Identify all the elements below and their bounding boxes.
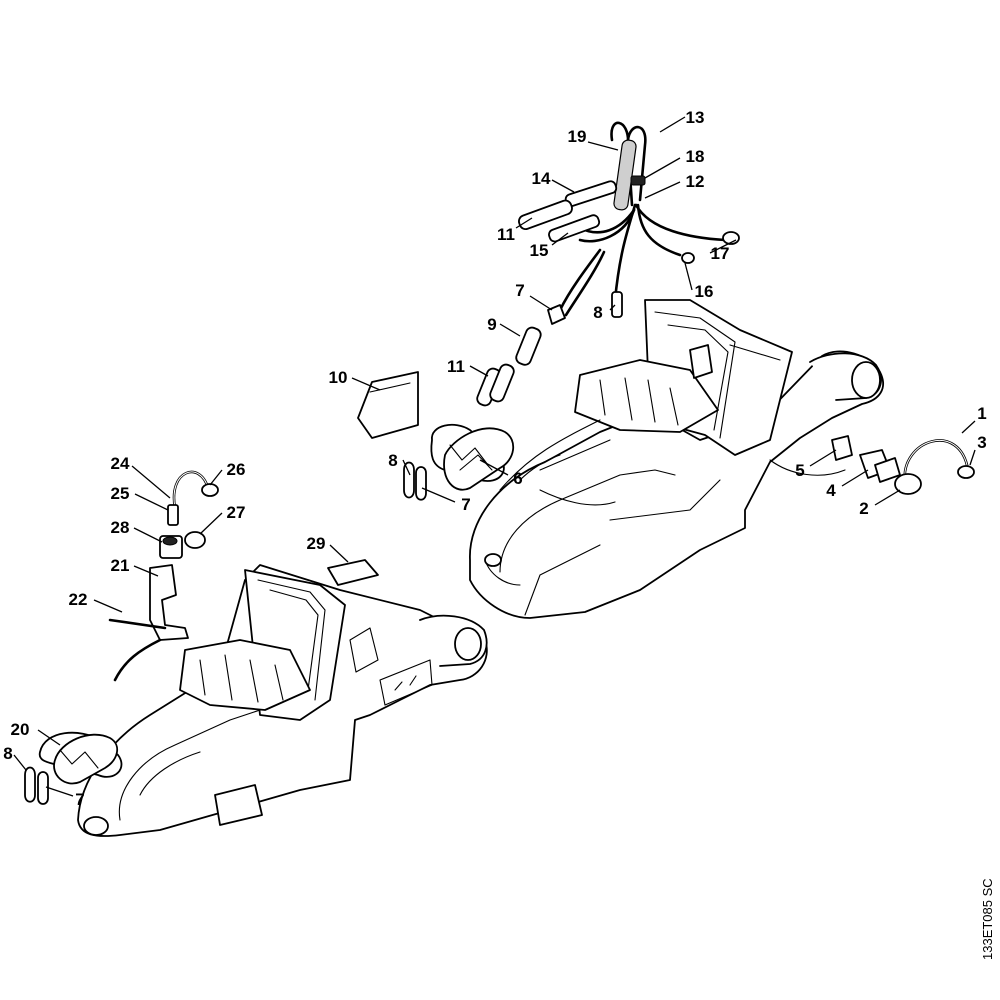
callout-1: 1 (977, 404, 986, 423)
callout-19: 19 (568, 127, 587, 146)
callout-28: 28 (111, 518, 130, 537)
pin-5 (831, 435, 853, 461)
callout-16: 16 (695, 282, 714, 301)
callout-11-center: 11 (447, 357, 465, 376)
loose-parts-right (831, 435, 975, 495)
callout-labels: 1 3 2 4 5 6 7 8 7 8 9 11 10 11 15 14 19 … (3, 108, 986, 809)
callout-7-center: 7 (461, 495, 470, 514)
connector-25 (167, 504, 179, 526)
callout-26: 26 (227, 460, 246, 479)
callout-20: 20 (11, 720, 30, 739)
sleeve-15 (548, 214, 601, 243)
callout-11-top: 11 (497, 225, 515, 244)
loose-parts-center (357, 326, 542, 501)
callout-21: 21 (111, 556, 130, 575)
wiring-harness (518, 121, 740, 325)
callout-27: 27 (227, 503, 246, 522)
callout-18: 18 (686, 147, 705, 166)
callout-15: 15 (530, 241, 549, 260)
clip-7-center (415, 466, 427, 501)
plate-29 (327, 559, 379, 586)
callout-9: 9 (487, 315, 496, 334)
gasket-20b (53, 733, 119, 785)
grommet-2 (894, 473, 922, 495)
clip-7-left (37, 771, 49, 805)
sleeve-11-top (518, 199, 573, 231)
connector-7-top (547, 304, 566, 325)
callout-12: 12 (686, 172, 705, 191)
callout-25: 25 (111, 484, 130, 503)
ring-terminal-26 (201, 483, 219, 497)
handle-housing-upper (469, 299, 884, 619)
callout-8-center: 8 (388, 451, 397, 470)
clip-8-center (403, 461, 415, 499)
cover-10 (357, 371, 419, 439)
drawing-code: 133ET085 SC (980, 878, 995, 960)
callout-8-left: 8 (3, 744, 12, 763)
callout-3: 3 (977, 433, 986, 452)
callout-4: 4 (826, 481, 836, 500)
wire-clip-18 (630, 175, 646, 186)
clip-8-left (24, 766, 36, 803)
callout-17: 17 (711, 244, 730, 263)
ring-terminal-3 (957, 465, 975, 479)
sleeve-11-b (489, 363, 515, 403)
connector-8-top (611, 291, 623, 318)
loose-parts-left (24, 470, 379, 805)
callout-5: 5 (795, 461, 804, 480)
gasket-6b (443, 427, 514, 491)
callout-14: 14 (532, 169, 551, 188)
handle-housing-lower (77, 564, 488, 837)
callout-6: 6 (513, 469, 522, 488)
leader-lines (13, 116, 976, 797)
callout-2: 2 (859, 499, 868, 518)
sleeve-9 (515, 326, 542, 366)
callout-7-left: 7 (75, 790, 84, 809)
callout-24: 24 (111, 454, 130, 473)
callout-13: 13 (686, 108, 705, 127)
ring-terminal-16 (681, 252, 695, 264)
callout-22: 22 (69, 590, 88, 609)
callout-10: 10 (329, 368, 348, 387)
callout-7-top: 7 (515, 281, 524, 300)
callout-29: 29 (307, 534, 326, 553)
callout-8-top: 8 (593, 303, 602, 322)
bushing-27 (184, 531, 206, 549)
bracket-21 (149, 564, 189, 641)
sleeve-14 (564, 180, 618, 208)
